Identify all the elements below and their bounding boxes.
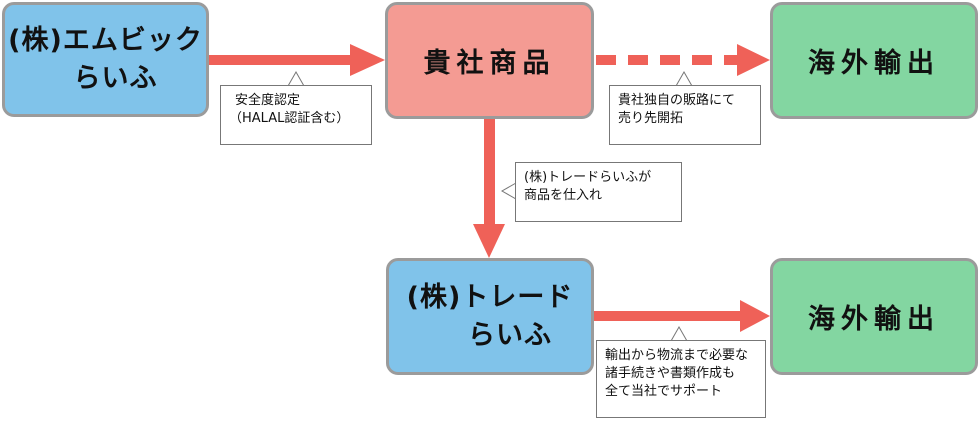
note-support-line2: 諸手続きや書類作成も [605, 366, 736, 381]
note-support-line1: 輸出から物流まで必要な [605, 348, 749, 363]
note-own-channel-line2: 売り先開拓 [618, 111, 684, 126]
node-export-bottom: 海外輸出 [770, 258, 978, 375]
arrow-embic-to-product [208, 55, 358, 65]
node-your-product: 貴社商品 [385, 2, 594, 119]
note-safety-line1: 安全度認定 [235, 93, 301, 108]
node-embic-life-line1: (株)エムビック [8, 24, 203, 56]
note-own-channel: 貴社独自の販路にて 売り先開拓 [609, 85, 761, 145]
node-export-top: 海外輸出 [770, 2, 978, 119]
arrow-product-to-trade-head [473, 224, 505, 258]
arrow-trade-to-export-head [740, 300, 770, 332]
note-purchase-line2: 商品を仕入れ [524, 188, 603, 203]
note-support: 輸出から物流まで必要な 諸手続きや書類作成も 全て当社でサポート [596, 340, 766, 418]
arrow-trade-to-export [593, 311, 745, 321]
note-own-channel-line1: 貴社独自の販路にて [618, 93, 736, 108]
arrow-embic-to-product-head [350, 44, 385, 76]
node-trade-life-line2: らいふ [468, 319, 552, 351]
note-safety-certification: 安全度認定 （HALAL認証含む） [220, 85, 372, 145]
note-support-line3: 全て当社でサポート [605, 384, 723, 399]
note-purchase-line1: (株)トレードらいふが [524, 170, 652, 185]
node-your-product-label: 貴社商品 [423, 48, 556, 79]
node-embic-life: (株)エムビック らいふ [2, 2, 209, 117]
node-export-bottom-label: 海外輸出 [808, 304, 940, 335]
node-export-top-label: 海外輸出 [808, 48, 940, 79]
node-embic-life-line2: らいふ [73, 62, 158, 94]
node-trade-life-line1: (株)トレード [406, 281, 574, 313]
note-purchase: (株)トレードらいふが 商品を仕入れ [515, 162, 682, 222]
arrow-product-to-trade [484, 119, 495, 227]
node-trade-life: (株)トレード らいふ [386, 258, 594, 375]
arrow-product-to-export-dashed [596, 44, 770, 76]
note-safety-line2: （HALAL認証含む） [229, 111, 350, 126]
